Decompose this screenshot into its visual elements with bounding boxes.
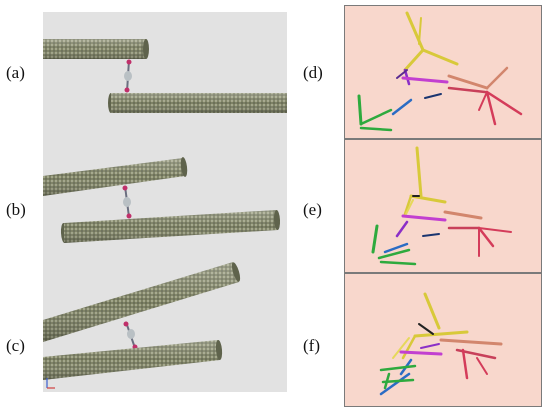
label-c: (c) bbox=[6, 336, 25, 355]
stick-model-e bbox=[371, 146, 512, 266]
linker-b bbox=[122, 185, 132, 219]
nanotube-c-bottom bbox=[43, 340, 223, 380]
nanotube-b-top bbox=[43, 157, 188, 196]
stick-model-panel-f bbox=[344, 273, 542, 407]
stick-model-d bbox=[357, 11, 523, 132]
label-a: (a) bbox=[6, 63, 25, 82]
axis-triad-icon bbox=[46, 378, 55, 389]
stick-model-f bbox=[379, 292, 503, 396]
nanotube-panel bbox=[43, 12, 287, 392]
linker-c bbox=[123, 321, 138, 350]
label-d: (d) bbox=[303, 63, 323, 82]
nanotube-a-top bbox=[43, 39, 149, 59]
stick-model-panel-d bbox=[344, 5, 542, 139]
label-e: (e) bbox=[303, 200, 322, 219]
stick-model-panel-e bbox=[344, 139, 542, 273]
label-b: (b) bbox=[6, 200, 26, 219]
label-f: (f) bbox=[303, 336, 320, 355]
nanotube-a-bottom bbox=[108, 93, 287, 113]
nanotube-scene bbox=[43, 39, 287, 389]
nanotube-b-bottom bbox=[60, 210, 281, 243]
linker-a bbox=[124, 59, 132, 93]
nanotube-c-top bbox=[43, 262, 241, 342]
